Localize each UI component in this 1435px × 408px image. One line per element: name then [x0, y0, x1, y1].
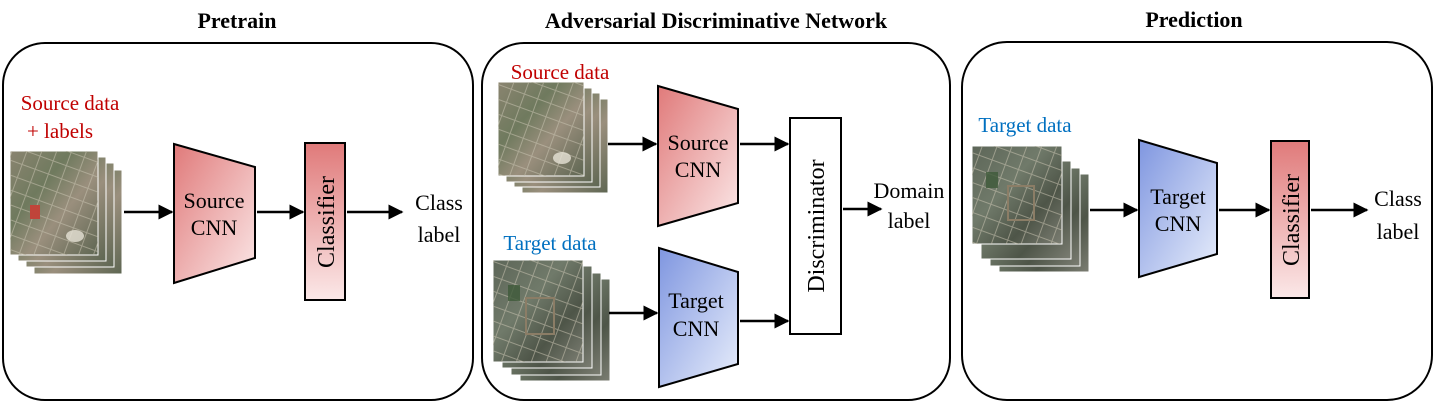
adversarial-frame — [481, 42, 951, 401]
prediction-target-image-stack — [971, 145, 1090, 273]
prediction-input-label: Target data — [978, 113, 1072, 137]
adversarial-source-cnn-line2: CNN — [675, 157, 722, 182]
pretrain-input-label-line1: Source data — [21, 91, 120, 115]
pretrain-classifier: Classifier — [304, 142, 346, 301]
adversarial-target-image-stack — [492, 259, 611, 382]
prediction-output-line1: Class — [1374, 186, 1422, 211]
adversarial-title: Adversarial Discriminative Network — [545, 8, 888, 33]
pretrain-cnn-line1: Source — [183, 188, 244, 213]
adversarial-target-label: Target data — [503, 231, 597, 255]
adversarial-target-cnn-line2: CNN — [673, 316, 720, 341]
pretrain-frame — [2, 42, 474, 401]
adversarial-target-cnn: Target CNN — [658, 246, 739, 389]
adversarial-output-line1: Domain — [874, 178, 945, 203]
prediction-output-line2: label — [1377, 219, 1420, 244]
prediction-classifier: Classifier — [1270, 140, 1310, 299]
adversarial-discriminator: Discriminator — [789, 117, 842, 335]
prediction-panel: Prediction Target data Target CNN Classi… — [961, 7, 1433, 401]
prediction-classifier-label: Classifier — [1279, 174, 1305, 266]
adversarial-source-label: Source data — [511, 60, 610, 84]
prediction-cnn-line1: Target — [1150, 184, 1205, 209]
adversarial-source-image-stack — [497, 81, 609, 194]
prediction-frame — [961, 41, 1433, 401]
pretrain-output-line1: Class — [415, 190, 463, 215]
pretrain-cnn-line2: CNN — [191, 215, 238, 240]
adversarial-target-cnn-line1: Target — [668, 288, 723, 313]
adversarial-source-cnn: Source CNN — [657, 84, 739, 228]
pretrain-source-image-stack — [9, 150, 123, 275]
pretrain-panel: Pretrain Source data + labels Source CNN… — [2, 8, 474, 401]
prediction-target-cnn: Target CNN — [1138, 138, 1218, 279]
adversarial-panel: Adversarial Discriminative Network Sourc… — [481, 8, 951, 401]
pretrain-source-cnn: Source CNN — [173, 142, 256, 285]
pretrain-title: Pretrain — [197, 8, 276, 33]
adversarial-source-cnn-line1: Source — [667, 130, 728, 155]
pretrain-output-line2: label — [418, 222, 461, 247]
pretrain-input-label-line2: + labels — [27, 119, 93, 143]
adversarial-discriminator-label: Discriminator — [804, 159, 830, 292]
prediction-cnn-line2: CNN — [1155, 211, 1202, 236]
adversarial-output-line2: label — [888, 208, 931, 233]
pretrain-classifier-label: Classifier — [314, 176, 340, 268]
prediction-title: Prediction — [1145, 7, 1242, 32]
